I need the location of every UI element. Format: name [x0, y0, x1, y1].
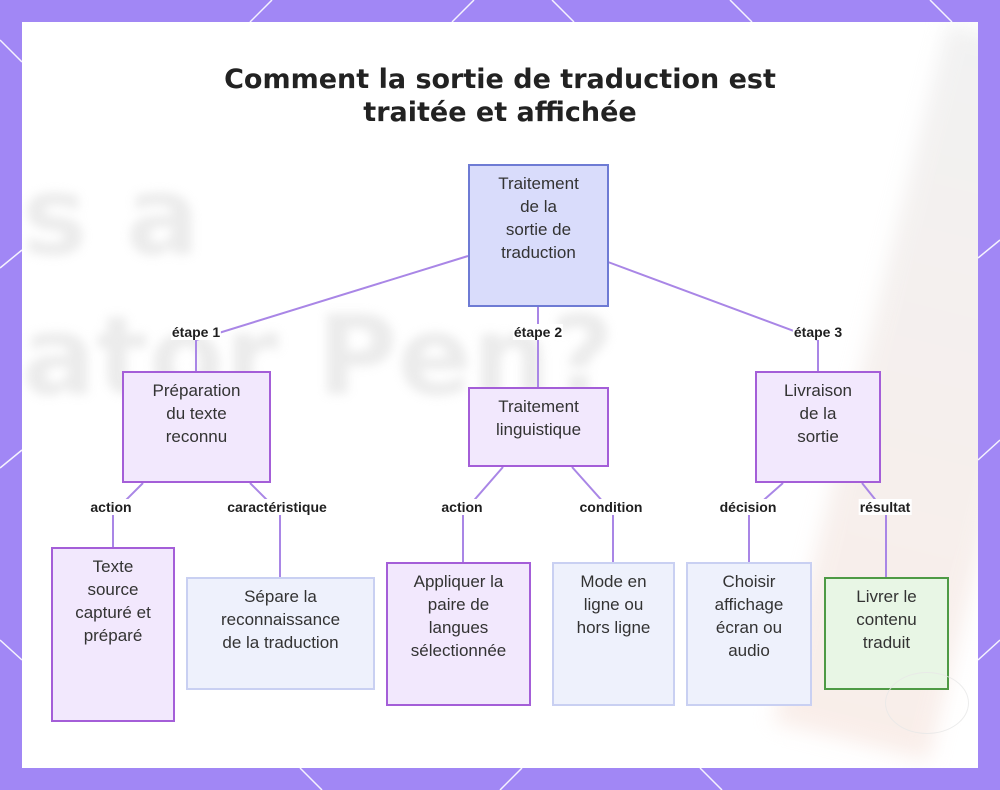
node-appliquer-paire: Appliquer la paire de langues sélectionn… [386, 562, 531, 706]
edge-root-prep [195, 255, 469, 371]
title-line-2: traitée et affichée [363, 97, 637, 128]
edge-prep-texte [112, 482, 144, 547]
edge-label-resultat: résultat [858, 499, 912, 515]
node-texte-source: Texte source capturé et préparé [51, 547, 175, 722]
faded-stamp-mark [885, 672, 969, 734]
node-text-line: Mode en [580, 572, 647, 591]
node-text-line: Texte [92, 557, 134, 576]
node-text-line: langues [428, 618, 489, 637]
node-text-line: affichage [714, 595, 784, 614]
node-text-line: traduit [862, 633, 911, 652]
edge-label-action-2: action [440, 499, 484, 515]
edge-label-condition: condition [578, 499, 644, 515]
node-text-line: Appliquer la [413, 572, 504, 591]
node-text-line: de la [799, 404, 837, 423]
node-mode-ligne: Mode en ligne ou hors ligne [552, 562, 675, 706]
node-text-line: préparé [83, 626, 143, 645]
node-livrer-contenu: Livrer le contenu traduit [824, 577, 949, 690]
node-text-line: contenu [856, 610, 917, 629]
node-text-line: sélectionnée [410, 641, 507, 660]
node-text-line: Livraison [783, 381, 853, 400]
node-text-line: capturé et [75, 603, 151, 622]
edge-livr-choisir [748, 482, 784, 562]
node-text-line: du texte [166, 404, 227, 423]
node-text-line: paire de [427, 595, 490, 614]
edge-label-etape-3: étape 3 [792, 324, 844, 340]
diagram-title: Comment la sortie de traduction est trai… [0, 63, 1000, 129]
node-text-line: Préparation [152, 381, 241, 400]
node-livraison-sortie: Livraison de la sortie [755, 371, 881, 483]
node-text-line: Livrer le [856, 587, 917, 606]
node-text-line: de la [520, 197, 557, 216]
node-text-line: reconnu [165, 427, 228, 446]
node-text-line: Traitement [498, 174, 579, 193]
title-line-1: Comment la sortie de traduction est [224, 64, 776, 95]
node-text-line: source [87, 580, 139, 599]
node-text-line: audio [728, 641, 770, 660]
node-preparation-texte: Préparation du texte reconnu [122, 371, 271, 483]
node-text-line: sortie [797, 427, 839, 446]
node-text-line: Sépare la [244, 587, 317, 606]
node-separe-reconnaissance: Sépare la reconnaissance de la traductio… [186, 577, 375, 690]
node-text-line: écran ou [715, 618, 783, 637]
edge-label-caracteristique: caractéristique [226, 499, 328, 515]
edge-label-etape-1: étape 1 [170, 324, 222, 340]
edge-label-action-1: action [89, 499, 133, 515]
edge-label-etape-2: étape 2 [512, 324, 564, 340]
node-text-line: ligne ou [583, 595, 644, 614]
node-traitement-linguistique: Traitement linguistique [468, 387, 609, 467]
node-choisir-affichage: Choisir affichage écran ou audio [686, 562, 812, 706]
node-text-line: de la traduction [222, 633, 339, 652]
background-watermark-text-1: s a [22, 152, 200, 280]
node-text-line: Traitement [498, 397, 579, 416]
edge-label-decision: décision [718, 499, 778, 515]
node-text-line: sortie de [505, 220, 572, 239]
edge-livr-livrer [861, 482, 887, 577]
edge-root-livr [607, 261, 819, 371]
node-text-line: reconnaissance [220, 610, 341, 629]
node-text-line: linguistique [495, 420, 582, 439]
node-text-line: Choisir [722, 572, 776, 591]
edge-prep-separe [249, 482, 281, 577]
node-text-line: traduction [501, 243, 576, 262]
node-traitement-sortie: Traitement de la sortie de traduction [468, 164, 609, 307]
node-text-line: hors ligne [576, 618, 651, 637]
